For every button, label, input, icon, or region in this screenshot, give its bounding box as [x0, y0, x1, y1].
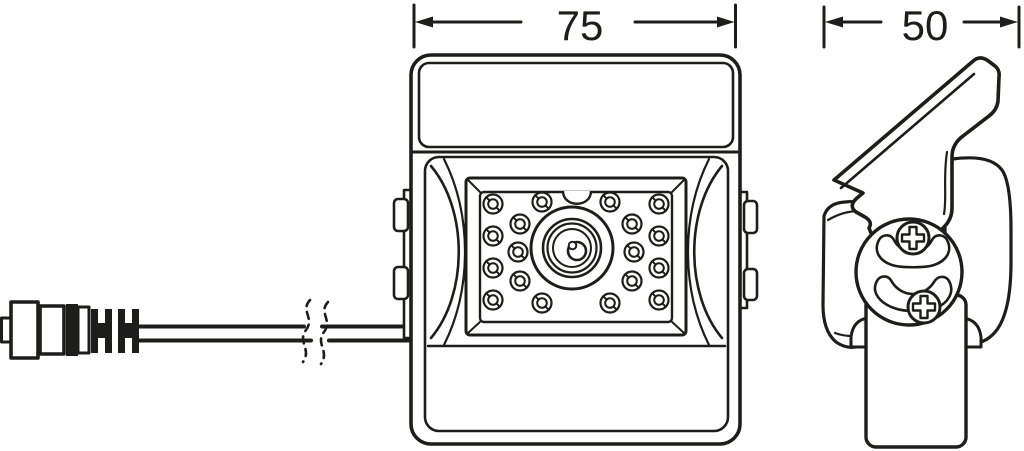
arrow-head-right-icon [1000, 16, 1018, 28]
arrow-head-left-icon [825, 16, 843, 28]
mounting-tab [392, 265, 410, 301]
lens-pupil [566, 240, 588, 262]
rib-bridge [125, 323, 132, 338]
rib [118, 309, 125, 353]
arrow-head-left-icon [415, 16, 433, 28]
lens-ring [541, 217, 603, 279]
rib [105, 309, 112, 353]
ir-led [621, 270, 643, 292]
camera-front-view [392, 53, 759, 446]
ir-led [509, 213, 531, 235]
connector-collar [38, 304, 66, 356]
flange-curve [693, 164, 724, 340]
stem-shoulder-left [849, 316, 870, 349]
ir-led [648, 257, 670, 279]
ir-led [482, 257, 504, 279]
lens-hood-flange-right [686, 157, 724, 347]
frame-mitre [670, 320, 685, 334]
frame-mitre [670, 179, 685, 194]
front-width-dimension: 75 [412, 2, 737, 49]
mounting-tab [392, 197, 410, 233]
ir-led [531, 292, 553, 314]
ir-led [648, 225, 670, 247]
frame-mitre [467, 179, 482, 194]
ir-led [482, 289, 504, 311]
rib [91, 309, 98, 353]
strain-relief [91, 309, 139, 353]
ir-led [509, 270, 531, 292]
connector-knurl-band [66, 304, 78, 356]
phillips-cross-icon [911, 294, 937, 320]
front-width-label: 75 [557, 2, 604, 49]
ir-led [482, 193, 504, 215]
ir-led [482, 225, 504, 247]
cable-break-mark [301, 298, 330, 366]
sun-visor-side [832, 56, 1001, 260]
cable-assembly [0, 298, 416, 366]
ir-led [599, 292, 621, 314]
camera-lens [529, 205, 615, 291]
ir-led [623, 241, 645, 263]
connector-barrel [9, 300, 40, 360]
lens-highlight [567, 240, 578, 251]
ir-led [648, 193, 670, 215]
adjustment-slot-top [875, 234, 951, 269]
camera-side-view [821, 56, 1013, 449]
cable-wire [135, 324, 416, 343]
flange-curve [429, 164, 460, 340]
ir-led [648, 289, 670, 311]
lens-ring [546, 222, 598, 274]
connector-ring [76, 305, 91, 355]
side-width-dimension: 50 [822, 2, 1021, 49]
mounting-tab [742, 199, 759, 235]
arrow-head-right-icon [717, 16, 735, 28]
rib-bridge [98, 323, 105, 338]
ir-led [507, 241, 529, 263]
visor-thickness-line [839, 72, 976, 190]
phillips-cross-icon [900, 225, 926, 251]
ir-led [599, 191, 621, 213]
side-width-label: 50 [902, 2, 949, 49]
mounting-tab [742, 267, 759, 302]
break-squiggle-1 [301, 298, 312, 364]
break-squiggle-2 [319, 300, 330, 366]
phillips-screw-bottom [906, 289, 942, 325]
flange-curve [686, 157, 711, 347]
ir-led [621, 213, 643, 235]
mounting-bracket-hub [854, 217, 964, 327]
frame-mitre [467, 320, 482, 334]
cable-connector [0, 300, 139, 360]
neck-inner-line [942, 150, 949, 216]
rib [132, 309, 139, 353]
ir-led [531, 191, 553, 213]
lens-ring [552, 228, 592, 268]
phillips-screw-top [895, 220, 931, 256]
sun-visor-front [417, 61, 735, 149]
light-sensor [561, 190, 593, 205]
visor-blade [832, 56, 1001, 260]
